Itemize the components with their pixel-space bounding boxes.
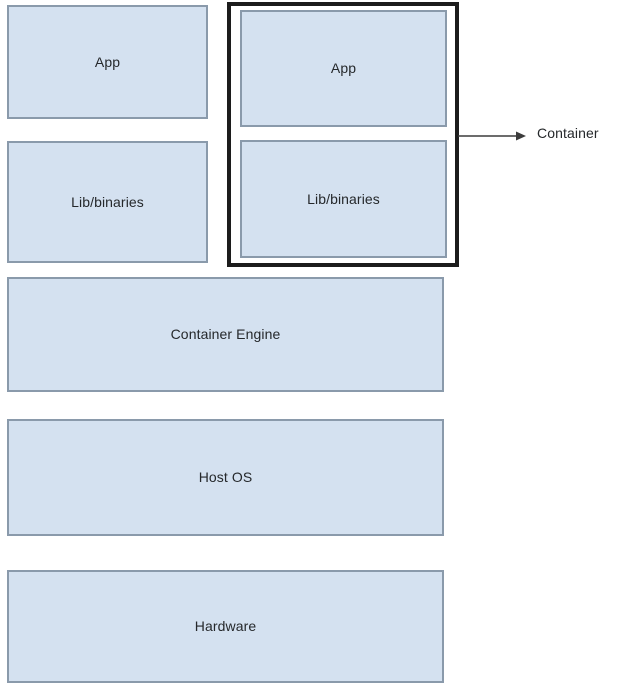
- box-label: Host OS: [198, 469, 253, 486]
- box-lib-binaries-container: Lib/binaries: [240, 140, 447, 258]
- box-host-os: Host OS: [7, 419, 444, 536]
- callout-label-container: Container: [537, 125, 599, 141]
- box-lib-binaries-left: Lib/binaries: [7, 141, 208, 263]
- box-label: Container Engine: [170, 326, 281, 343]
- box-app-container: App: [240, 10, 447, 127]
- box-label: App: [330, 60, 357, 77]
- box-hardware: Hardware: [7, 570, 444, 683]
- box-app-left: App: [7, 5, 208, 119]
- box-label: Lib/binaries: [71, 193, 144, 210]
- arrow-right-icon: [458, 131, 526, 141]
- box-label: App: [94, 53, 121, 70]
- box-label: Lib/binaries: [307, 190, 380, 207]
- box-label: Hardware: [194, 618, 257, 635]
- box-container-engine: Container Engine: [7, 277, 444, 392]
